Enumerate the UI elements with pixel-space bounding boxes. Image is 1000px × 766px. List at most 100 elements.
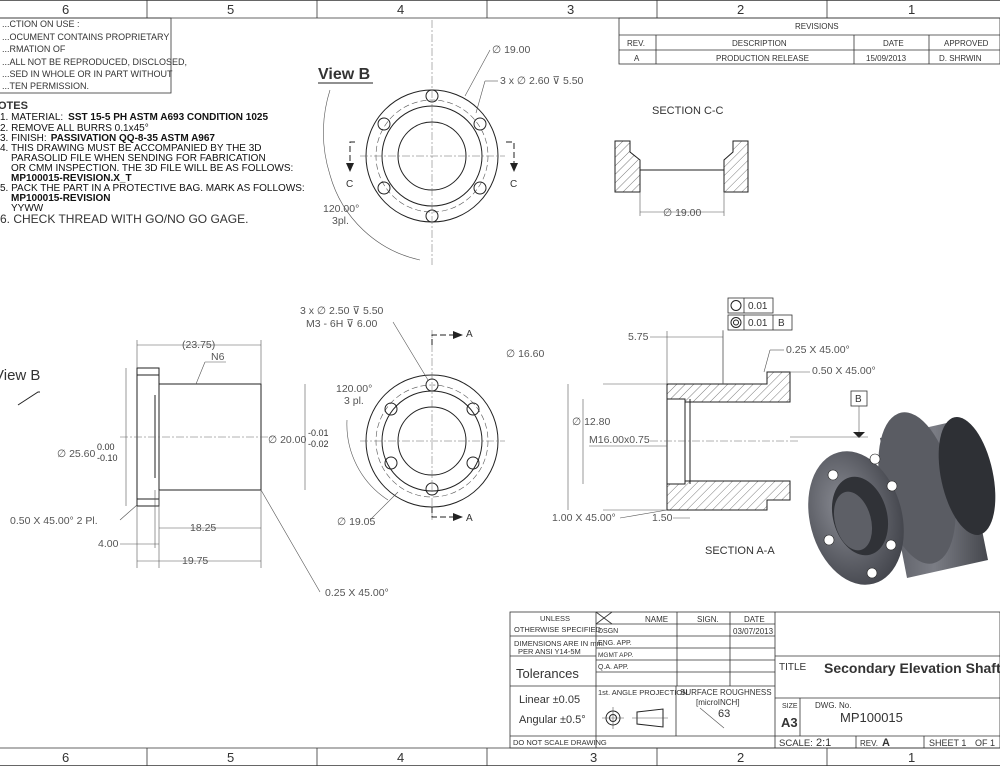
zone-label: 5 [227, 750, 234, 765]
revision-cell: D. SHRWIN [939, 54, 982, 63]
section-d575: 5.75 [628, 331, 649, 343]
side-tol-r-up: -0.01 [308, 428, 329, 438]
revision-cell: 15/09/2013 [866, 54, 907, 63]
note-line: PARASOLID FILE WHEN SENDING FOR FABRICAT… [11, 153, 266, 164]
tb-scale-label: SCALE: [779, 738, 813, 749]
front-holes: 3 x ∅ 2.50 ⊽ 5.50 [300, 305, 384, 317]
side-view: View B (23.75) N6 ∅ 25.60 0.00 -0.10 ∅ 2… [0, 339, 389, 599]
front-angle-count: 3 pl. [344, 395, 364, 407]
side-dia-left: ∅ 25.60 [57, 448, 95, 460]
tb-rev: A [882, 737, 890, 749]
note-line: 4. THIS DRAWING MUST BE ACCOMPANIED BY T… [0, 143, 262, 154]
zone-label: 6 [62, 750, 69, 765]
cut-label: C [510, 179, 517, 190]
section-thread: M16.00x0.75 [589, 434, 650, 446]
zone-label: 1 [908, 2, 915, 17]
note-line: MP100015-REVISION [11, 193, 111, 204]
notes-block: OTES 1. MATERIAL:SST 15-5 PH ASTM A693 C… [0, 100, 305, 226]
tb-linear: Linear ±0.05 [519, 694, 580, 706]
tb-roughness: 63 [718, 708, 730, 720]
notes-title: OTES [0, 100, 28, 112]
front-bolt-circle: ∅ 19.05 [337, 516, 375, 528]
side-chamfer-bottom: 0.25 X 45.00° [325, 587, 389, 599]
confidentiality-line: ...SED IN WHOLE OR IN PART WITHOUT [2, 69, 173, 79]
tb-unless: UNLESS [540, 614, 570, 623]
revision-cell: A [634, 54, 640, 63]
tb-per: PER ANSI Y14-5M [518, 647, 581, 656]
tb-surface: SURFACE ROUGHNESS [680, 688, 772, 697]
view-b-angle-count: 3pl. [332, 215, 349, 227]
section-cc-dia: ∅ 19.00 [663, 207, 701, 219]
iso-render [808, 412, 996, 585]
front-view: 3 x ∅ 2.50 ⊽ 5.50 M3 - 6H ⊽ 6.00 120.00°… [300, 305, 505, 528]
title-block: UNLESS OTHERWISE SPECIFIED DIMENSIONS AR… [509, 611, 1000, 749]
note-line: 1. MATERIAL:SST 15-5 PH ASTM A693 CONDIT… [0, 112, 268, 123]
tb-size-label: SIZE [782, 703, 798, 710]
tb-no-scale: DO NOT SCALE DRAWING [513, 738, 607, 747]
cut-label: C [346, 179, 353, 190]
zone-labels-bottom: 6 5 4 3 2 1 [62, 750, 915, 765]
tb-angular: Angular ±0.5° [519, 714, 586, 726]
note-line: 5. PACK THE PART IN A PROTECTIVE BAG. MA… [0, 183, 305, 194]
side-finish: N6 [211, 351, 225, 363]
tb-name-header: NAME [645, 615, 668, 624]
confidentiality-line: ...CTION ON USE : [2, 19, 80, 29]
tb-dims: DIMENSIONS ARE IN mm. [514, 639, 605, 648]
section-chamfer2: 0.50 X 45.00° [812, 365, 876, 377]
note-line: MP100015-REVISION.X_T [11, 173, 132, 184]
note-line: 6. CHECK THREAD WITH GO/NO GO GAGE. [0, 212, 248, 226]
note-line: OR CMM INSPECTION. THE 3D FILE WILL BE A… [11, 163, 293, 174]
side-chamfer-left: 0.50 X 45.00° 2 Pl. [10, 515, 98, 527]
zone-label: 4 [397, 2, 404, 17]
cut-label: A [466, 513, 473, 524]
tb-size: A3 [781, 715, 798, 730]
confidentiality-line: ...OCUMENT CONTAINS PROPRIETARY [2, 32, 169, 42]
zone-label: 2 [737, 2, 744, 17]
tb-mgmt: MGMT APP. [598, 652, 633, 659]
section-chamfer1: 0.25 X 45.00° [786, 344, 850, 356]
section-d150: 1.50 [652, 512, 673, 524]
view-b-top: View B ∅ 19.00 3 x ∅ 2.60 ⊽ 5.50 120.00°… [318, 20, 584, 265]
side-len-top: (23.75) [182, 339, 215, 351]
view-b-angle: 120.00° [323, 203, 359, 215]
tb-sheet: SHEET 1 [929, 738, 966, 748]
section-cc: SECTION C-C ∅ 19.00 [614, 105, 749, 219]
tb-scale: 2:1 [816, 737, 831, 749]
revisions-header: DESCRIPTION [732, 39, 787, 48]
revisions-header: REV. [627, 39, 645, 48]
note-line: YYWW [11, 203, 44, 214]
gdt-value: 0.01 [748, 301, 768, 312]
section-chamfer3: 1.00 X 45.00° [552, 512, 616, 524]
section-dia-inner: ∅ 12.80 [572, 416, 610, 428]
side-d1975: 19.75 [182, 555, 208, 567]
confidentiality-line: ...ALL NOT BE REPRODUCED, DISCLOSED, [2, 57, 187, 67]
revisions-header: DATE [883, 39, 904, 48]
zone-label: 2 [737, 750, 744, 765]
zone-label: 3 [590, 750, 597, 765]
revisions-header: APPROVED [944, 39, 989, 48]
zone-label: 3 [567, 2, 574, 17]
side-tol-dn: -0.10 [97, 453, 118, 463]
revision-cell: PRODUCTION RELEASE [716, 54, 809, 63]
note-line: 2. REMOVE ALL BURRS 0.1x45° [0, 123, 149, 134]
zone-label: 5 [227, 2, 234, 17]
side-d4: 4.00 [98, 538, 119, 550]
section-aa-title: SECTION A-A [705, 545, 775, 557]
tb-micro: [microINCH] [696, 698, 740, 707]
section-cc-title: SECTION C-C [652, 105, 724, 117]
section-aa: ∅ 16.60 ∅ 12.80 M16.00x0.75 5.75 0.25 X … [506, 297, 876, 557]
view-b-holes: 3 x ∅ 2.60 ⊽ 5.50 [500, 75, 584, 87]
note-line: 3. FINISH:PASSIVATION QQ-8-35 ASTM A967 [0, 133, 215, 144]
tb-dsgn-date: 03/07/2013 [733, 627, 774, 636]
tb-date-header: DATE [744, 615, 765, 624]
confidentiality-box: ...CTION ON USE : ...OCUMENT CONTAINS PR… [0, 17, 187, 94]
tb-otherwise: OTHERWISE SPECIFIED [514, 625, 602, 634]
tb-rev-label: REV. [860, 739, 878, 748]
cut-label: A [466, 329, 473, 340]
revisions-table: REVISIONS REV. DESCRIPTION DATE APPROVED… [618, 17, 1000, 65]
tb-qa: Q.A. APP. [598, 664, 629, 671]
tb-dwg-label: DWG. No. [815, 701, 851, 710]
zone-label: 4 [397, 750, 404, 765]
tb-dsgn: DSGN [598, 628, 618, 635]
